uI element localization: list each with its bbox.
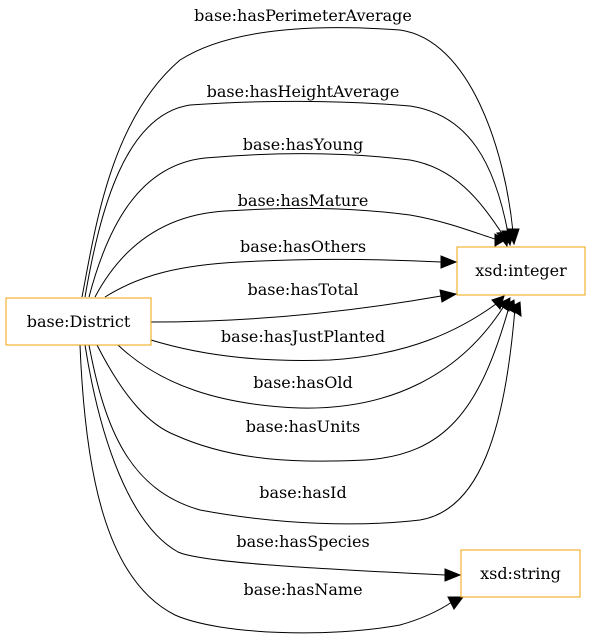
- edge-line: [79, 344, 453, 634]
- edge-line: [94, 207, 499, 298]
- edge-line: [81, 27, 514, 298]
- arrowhead: [447, 596, 464, 610]
- edge-label: base:hasMature: [238, 191, 369, 210]
- node-xsd-string[interactable]: xsd:string: [460, 549, 581, 598]
- edge-line: [88, 307, 516, 525]
- arrowhead: [444, 568, 462, 582]
- node-box: [460, 549, 581, 598]
- node-label: xsd:integer: [475, 261, 567, 280]
- edge-label: base:hasUnits: [246, 417, 360, 436]
- edge-has-just-planted: base:hasJustPlanted: [150, 295, 505, 361]
- node-label: xsd:string: [480, 564, 561, 583]
- edge-has-old: base:hasOld: [117, 297, 511, 409]
- edge-line: [84, 100, 509, 298]
- edge-has-species: base:hasSpecies: [84, 344, 462, 582]
- edge-has-perimeter-average: base:hasPerimeterAverage: [81, 6, 520, 298]
- edge-label: base:hasHeightAverage: [207, 82, 400, 101]
- arrowhead: [508, 301, 522, 317]
- arrowhead: [439, 289, 458, 303]
- edge-line: [84, 344, 446, 576]
- edge-has-young: base:hasYoung: [88, 135, 510, 298]
- node-label: base:District: [27, 312, 131, 331]
- node-box: [456, 246, 586, 296]
- edge-has-mature: base:hasMature: [94, 191, 506, 298]
- edge-label: base:hasYoung: [243, 135, 364, 154]
- edge-line: [104, 258, 442, 298]
- edge-label: base:hasOld: [253, 373, 352, 392]
- edge-has-name: base:hasName: [79, 344, 464, 634]
- edge-label: base:hasJustPlanted: [221, 327, 385, 346]
- arrowhead: [440, 255, 458, 269]
- edge-line: [96, 306, 510, 462]
- arrowhead: [494, 233, 506, 247]
- edge-line: [150, 303, 497, 361]
- edge-label: base:hasTotal: [247, 280, 358, 299]
- edge-line: [150, 295, 442, 323]
- node-box: [5, 297, 152, 346]
- edge-label: base:hasId: [259, 483, 346, 502]
- edge-has-others: base:hasOthers: [104, 237, 458, 298]
- edge-line: [117, 305, 505, 409]
- node-xsd-integer[interactable]: xsd:integer: [456, 246, 586, 296]
- edge-label: base:hasPerimeterAverage: [194, 6, 412, 25]
- edge-line: [88, 153, 504, 298]
- edge-label: base:hasName: [243, 580, 362, 599]
- edge-has-total: base:hasTotal: [150, 280, 458, 323]
- edge-label: base:hasOthers: [240, 237, 366, 256]
- node-district[interactable]: base:District: [5, 297, 152, 346]
- edge-has-id: base:hasId: [88, 301, 522, 525]
- edge-label: base:hasSpecies: [236, 532, 369, 551]
